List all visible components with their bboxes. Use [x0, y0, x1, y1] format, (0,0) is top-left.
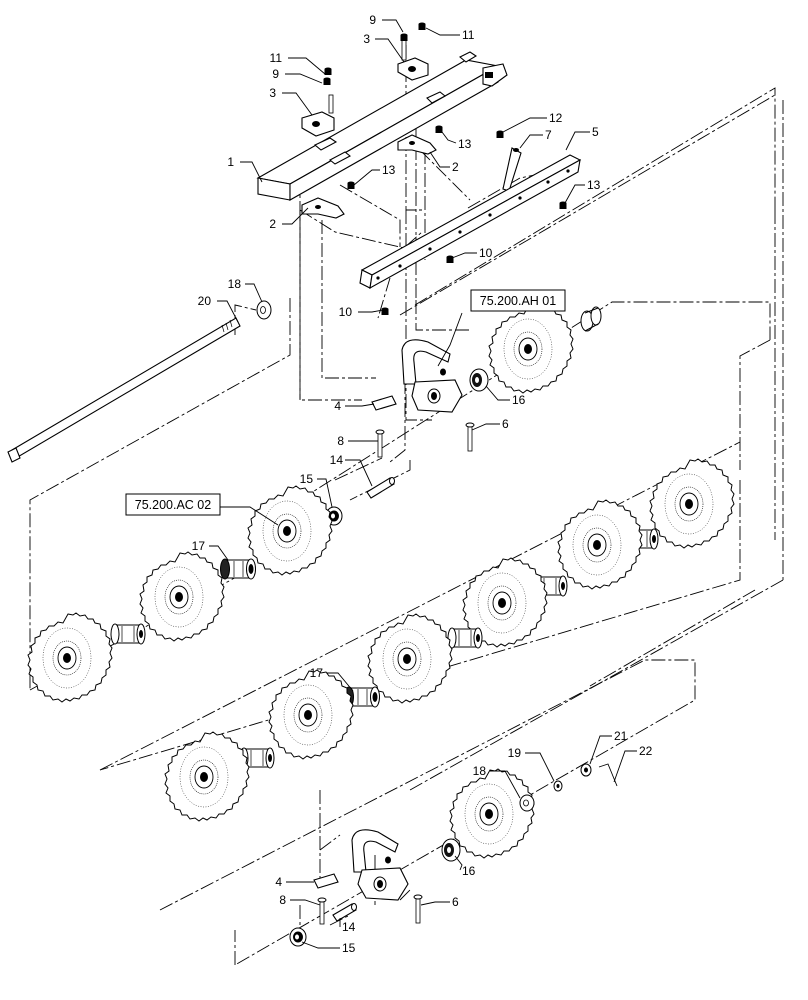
bushing-15-lower: [289, 927, 307, 947]
hanger-upper: [401, 339, 463, 413]
shaft-20: [7, 317, 241, 463]
nut-9-11-left: [323, 67, 332, 85]
bearing-16-upper: [469, 368, 489, 392]
disc-upper-right: [488, 303, 574, 394]
bolt-8-lower: [317, 897, 327, 925]
bracket-2-right: [397, 134, 437, 155]
callout-8: 8: [279, 893, 286, 907]
pin-14-lower: [332, 903, 357, 922]
callout-14: 14: [342, 920, 356, 934]
washer-18-upper: [256, 300, 272, 320]
reference-label: 75.200.AC 02: [135, 498, 211, 512]
nut-9-11-right: [400, 22, 426, 41]
assembly-phantom-lines: [29, 45, 784, 966]
disc-lower: [449, 768, 535, 859]
leader-lines: [209, 19, 637, 949]
nut-21: [580, 763, 592, 777]
callout-10: 10: [479, 246, 493, 260]
hanger-lower: [351, 829, 409, 901]
plate-4-lower: [313, 873, 339, 889]
callout-19: 19: [508, 746, 522, 760]
callout-6: 6: [502, 417, 509, 431]
callout-6: 6: [452, 895, 459, 909]
callout-10: 10: [339, 305, 353, 319]
callout-14: 14: [330, 453, 344, 467]
callout-17: 17: [192, 539, 206, 553]
bracket-2-left: [301, 197, 345, 219]
reference-box-ah[interactable]: 75.200.AH 01: [470, 289, 566, 312]
callout-4: 4: [334, 399, 341, 413]
callout-21: 21: [614, 729, 628, 743]
callout-13: 13: [382, 163, 396, 177]
callout-7: 7: [545, 128, 552, 142]
callout-labels: 9 11 3 11 9 3 12 7 5 13 2 1 13 13 2 10 1…: [192, 13, 653, 955]
plate-4-upper: [371, 395, 397, 411]
washer-19: [553, 780, 563, 792]
callout-3: 3: [363, 32, 370, 46]
callout-20: 20: [198, 294, 212, 308]
callout-11: 11: [270, 51, 283, 65]
callout-2: 2: [269, 217, 276, 231]
callout-18: 18: [228, 277, 242, 291]
callout-15: 15: [300, 472, 314, 486]
callout-17: 17: [310, 666, 324, 680]
cotter-pin-22: [598, 763, 618, 787]
end-hub-upper: [580, 306, 602, 332]
callout-1: 1: [227, 155, 234, 169]
bolt-6-upper: [465, 422, 475, 452]
reference-label: 75.200.AH 01: [480, 294, 556, 308]
callout-13: 13: [458, 137, 472, 151]
bolt-6-lower: [413, 894, 423, 924]
callout-12: 12: [549, 111, 563, 125]
callout-9: 9: [369, 13, 376, 27]
angle-bar: [359, 154, 582, 290]
bracket-3-right: [397, 39, 429, 81]
callout-22: 22: [639, 744, 653, 758]
washer-18-lower: [519, 794, 535, 812]
frame-tube: [256, 51, 508, 201]
bracket-3-left: [301, 94, 335, 137]
bolt-8-upper: [375, 429, 385, 458]
callout-3: 3: [269, 86, 276, 100]
callout-2: 2: [452, 160, 459, 174]
callout-8: 8: [337, 434, 344, 448]
bearing-16-lower: [441, 838, 461, 862]
callout-4: 4: [275, 875, 282, 889]
callout-13: 13: [587, 178, 601, 192]
pin-14-upper: [366, 477, 395, 499]
callout-15: 15: [342, 941, 356, 955]
callout-16: 16: [462, 864, 476, 878]
callout-16: 16: [512, 393, 526, 407]
callout-18: 18: [473, 764, 487, 778]
callout-11: 11: [462, 28, 475, 42]
disc-gang-row-2: [164, 458, 735, 822]
reference-box-ac[interactable]: 75.200.AC 02: [125, 493, 221, 516]
callout-5: 5: [592, 125, 599, 139]
disc-gang-row-1: [27, 485, 333, 703]
callout-9: 9: [272, 67, 279, 81]
